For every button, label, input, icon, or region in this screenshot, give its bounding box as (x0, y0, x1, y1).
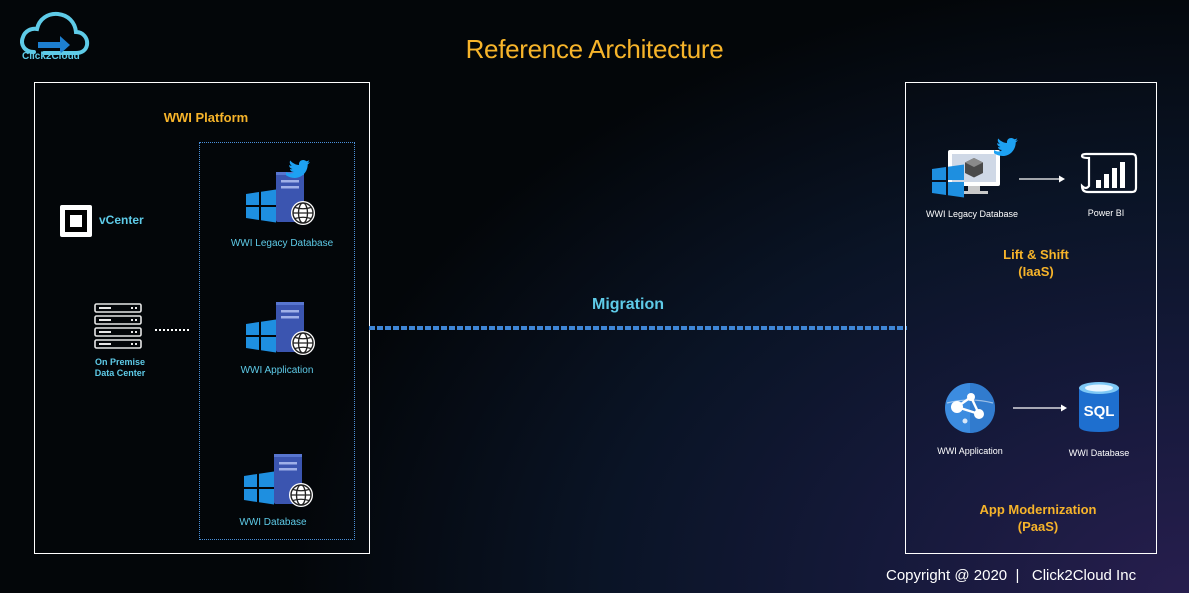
azure-target-panel (905, 82, 1157, 554)
lift-shift-title: Lift & Shift (1003, 247, 1069, 262)
app-modernization-arrow (1013, 404, 1067, 412)
datacenter-connector (155, 329, 189, 331)
server-group-box (199, 142, 355, 540)
vcenter-label: vCenter (99, 213, 144, 227)
migration-label: Migration (592, 296, 664, 313)
power-bi-icon (1080, 152, 1138, 194)
windows-server-icon (244, 454, 314, 508)
platform-title: WWI Platform (163, 110, 249, 125)
lift-shift-subtitle: (IaaS) (1018, 264, 1054, 279)
app-modernization-title: App Modernization (979, 502, 1097, 517)
windows-server-icon (246, 301, 316, 356)
power-bi-label: Power BI (1087, 208, 1125, 218)
cloud-arrow-icon (20, 11, 90, 55)
app-modernization-source-label: WWI Application (937, 446, 1003, 456)
server-label-legacy: WWI Legacy Database (230, 238, 334, 249)
sql-database-icon: SQL (1079, 382, 1119, 432)
wwi-database-label: WWI Database (1068, 448, 1130, 458)
app-modernization-subtitle: (PaaS) (1017, 519, 1059, 534)
wwi-platform-panel (34, 82, 370, 554)
logo-text: Click2Cloud (22, 51, 80, 62)
windows-server-icon (246, 160, 316, 226)
server-rack-icon (94, 303, 142, 349)
vcenter-icon (60, 205, 92, 237)
page-title: Reference Architecture (465, 34, 724, 64)
server-label-application: WWI Application (240, 365, 314, 376)
sql-icon-text: SQL (1084, 403, 1115, 420)
datacenter-label: On Premise Data Center (94, 357, 146, 378)
lift-shift-source-label: WWI Legacy Database (925, 209, 1019, 219)
server-label-database: WWI Database (239, 517, 307, 528)
migration-connector (369, 326, 907, 330)
copyright-text: Copyright @ 2020 | Click2Cloud Inc (886, 567, 1137, 584)
lift-shift-arrow (1019, 175, 1065, 183)
app-service-icon (945, 383, 995, 433)
windows-vm-icon (932, 138, 1018, 198)
